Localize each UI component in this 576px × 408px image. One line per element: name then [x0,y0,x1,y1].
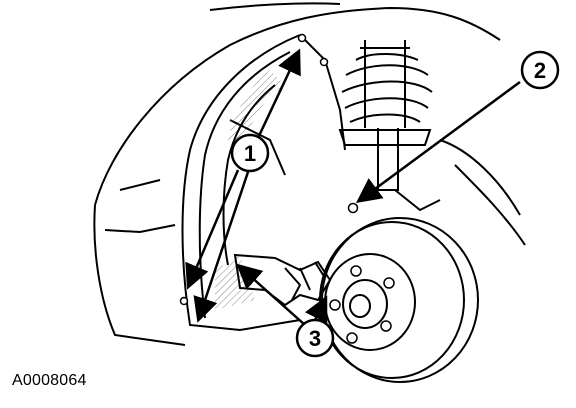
figure-id-label: A0008064 [12,372,87,389]
leader-1-a [256,48,301,139]
leader-3-b [304,295,328,324]
shield-fasteners [179,33,359,306]
callout-2: 2 [520,50,560,90]
fastener-bottom [179,296,189,306]
leader-3-a [236,263,306,326]
svg-text:2: 2 [534,58,546,83]
callout-3: 3 [295,318,335,358]
wheel-studs [329,265,395,344]
leader-1-c [193,171,250,323]
svg-text:3: 3 [309,326,321,351]
strut-assembly [338,40,526,246]
leader-1-b [185,169,240,290]
fastener-top-right [319,57,329,67]
fastener-upper-rear [347,202,359,214]
svg-text:1: 1 [244,141,256,166]
fender-body [93,2,501,346]
callout-leaders [185,48,521,326]
leader-2 [355,80,521,203]
callout-1: 1 [230,133,270,173]
shield-shading [215,70,285,310]
brake-rotor [319,217,479,383]
fastener-top-left [297,33,307,43]
